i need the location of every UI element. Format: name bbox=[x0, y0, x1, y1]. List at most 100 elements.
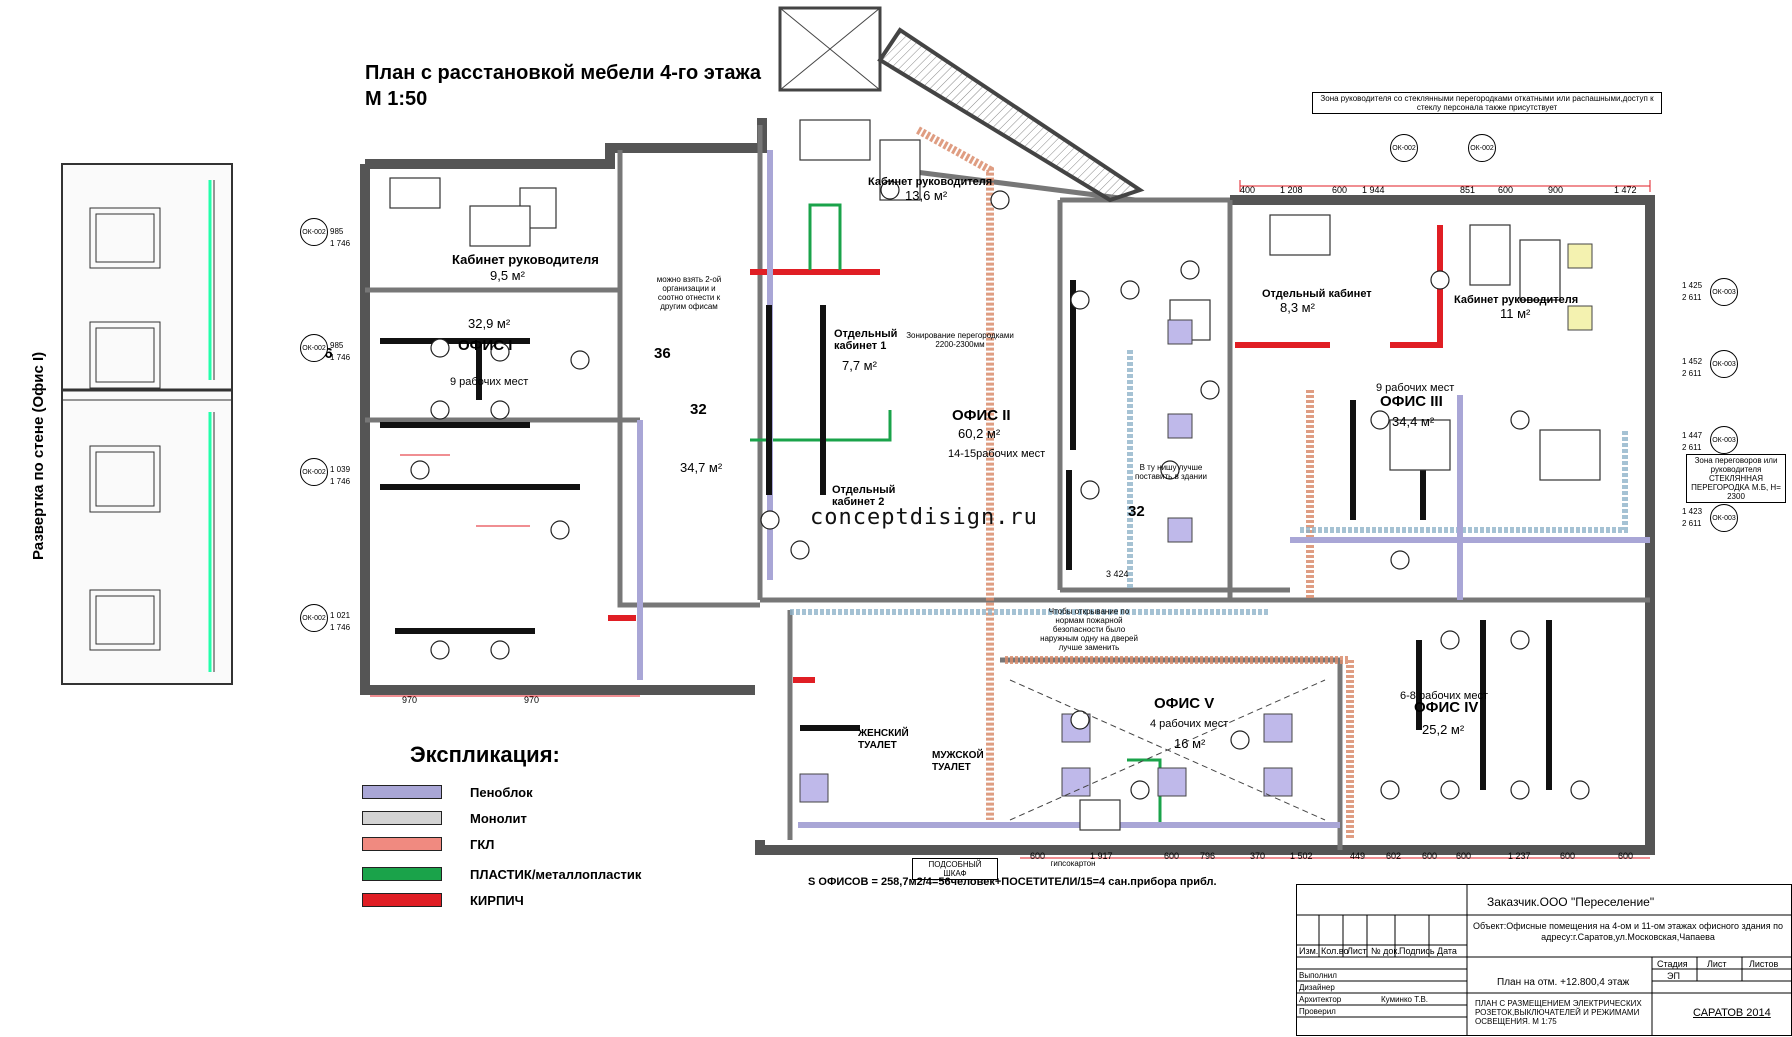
stamp-role: Проверил bbox=[1299, 1007, 1336, 1016]
room-seats-office2: 14-15рабочих мест bbox=[948, 448, 1046, 460]
dim-right: 1 452 bbox=[1682, 357, 1703, 366]
stamp-customer: Заказчик.ООО "Переселение" bbox=[1487, 895, 1655, 909]
axis-marker: ОК-002 bbox=[300, 218, 328, 246]
axis-marker: ОК-003 bbox=[1710, 504, 1738, 532]
foam-block-walls bbox=[637, 150, 1650, 828]
legend-swatch bbox=[362, 893, 442, 907]
legend-item: Пеноблок bbox=[362, 782, 533, 802]
axis-marker: ОК-003 bbox=[1710, 426, 1738, 454]
dim-left: 1 746 bbox=[330, 623, 351, 632]
legend-label: ГКЛ bbox=[470, 836, 495, 852]
room-num-32b: 32 bbox=[1128, 503, 1145, 520]
stamp-role: Архитектор bbox=[1299, 995, 1342, 1004]
room-area-kab-ruk-1: 9,5 м² bbox=[490, 268, 525, 283]
note-safety: Чтобы открывание по нормам пожарной безо… bbox=[1040, 607, 1138, 652]
dim-bottom: 602 bbox=[1386, 851, 1402, 861]
room-name-office3: ОФИС III bbox=[1380, 393, 1443, 410]
legend-swatch bbox=[362, 811, 442, 825]
area-summary: S ОФИСОВ = 258,7м2/4=56человек+ПОСЕТИТЕЛ… bbox=[808, 876, 1217, 888]
room-name-wc-f: ЖЕНСКИЙ ТУАЛЕТ bbox=[858, 728, 909, 751]
top-balcony bbox=[778, 6, 1145, 203]
legend-item: ПЛАСТИК/металлопластик bbox=[362, 864, 641, 884]
stamp-plan: План на отм. +12.800,4 этаж bbox=[1497, 977, 1630, 988]
ventilation-ducts bbox=[790, 350, 1628, 615]
room-area-office5: 16 м² bbox=[1174, 736, 1206, 751]
wall-elevation bbox=[61, 163, 233, 685]
room-name-kab-ruk-3: Кабинет руководителя bbox=[1454, 294, 1579, 306]
dim-bottom: 370 bbox=[1250, 851, 1266, 861]
dim-left: 985 bbox=[330, 341, 344, 350]
room-name-otd-kab-2: Отдельный кабинет 2 bbox=[832, 484, 896, 508]
watermark: conceptdisign.ru bbox=[810, 505, 1038, 530]
axis-marker: ОК-002 bbox=[300, 604, 328, 632]
dim-left: 1 746 bbox=[330, 353, 351, 362]
stamp-sheet-header: Лист bbox=[1707, 959, 1727, 969]
stamp-stage: ЭП bbox=[1667, 971, 1680, 981]
dim-bottom: 449 bbox=[1350, 851, 1366, 861]
dim-bottom: 796 bbox=[1200, 851, 1216, 861]
room-name-kab-ruk-2: Кабинет руководителя bbox=[868, 176, 993, 188]
room-name-office2: ОФИС II bbox=[952, 407, 1011, 424]
room-area-otd-kab-3: 8,3 м² bbox=[1280, 300, 1315, 315]
stamp-sheets-header: Листов bbox=[1749, 959, 1779, 969]
dim-right: 2 611 bbox=[1682, 443, 1702, 452]
dim-top: 1 472 bbox=[1614, 185, 1637, 195]
page-title: План с расстановкой мебели 4-го этажа М … bbox=[365, 62, 761, 110]
legend-swatch bbox=[362, 867, 442, 881]
note-drywall: гипсокартон bbox=[1050, 859, 1096, 868]
title-block-grid bbox=[1297, 885, 1791, 1035]
dim-bottom: 600 bbox=[1164, 851, 1180, 861]
room-seats-office5: 4 рабочих мест bbox=[1150, 718, 1229, 730]
stamp-architect: Куминко Т.В. bbox=[1381, 995, 1428, 1004]
room-name-otd-kab-1: Отдельный кабинет 1 bbox=[834, 328, 898, 352]
axis-marker: ОК-002 bbox=[300, 458, 328, 486]
room-name-otd-kab-3: Отдельный кабинет bbox=[1262, 288, 1372, 300]
room-name-wc-m: МУЖСКОЙ ТУАЛЕТ bbox=[932, 750, 984, 773]
stamp-col: Дата bbox=[1437, 946, 1457, 956]
dim-right: 2 611 bbox=[1682, 369, 1702, 378]
callout-right: Зона переговоров или руководителя СТЕКЛЯ… bbox=[1686, 454, 1786, 503]
legend-label: ПЛАСТИК/металлопластик bbox=[470, 866, 642, 882]
axis-marker: ОК-003 bbox=[1710, 350, 1738, 378]
room-name-office1: ОФИС I bbox=[458, 337, 513, 354]
stamp-col: Кол.во bbox=[1321, 946, 1349, 956]
dim-left: 1 746 bbox=[330, 239, 351, 248]
dim-top: 1 208 bbox=[1280, 185, 1303, 195]
dim-top: 600 bbox=[1498, 185, 1514, 195]
dim-top: 400 bbox=[1240, 185, 1256, 195]
legend-title: Экспликация: bbox=[410, 742, 560, 767]
stamp-col: Изм. bbox=[1299, 946, 1319, 956]
stamp-stage-header: Стадия bbox=[1657, 959, 1688, 969]
dim-bottom: 1 502 bbox=[1290, 851, 1313, 861]
stamp-col: № док. bbox=[1371, 946, 1400, 956]
room-area-kab-ruk-2: 13,6 м² bbox=[905, 188, 948, 203]
room-area-otd-kab-1: 7,7 м² bbox=[842, 358, 877, 373]
room-area-office3: 34,4 м² bbox=[1392, 414, 1435, 429]
stamp-object: Объект:Офисные помещения на 4-ом и 11-ом… bbox=[1473, 921, 1783, 942]
legend-label: КИРПИЧ bbox=[470, 892, 524, 908]
callout-top: Зона руководителя со стеклянными перегор… bbox=[1312, 92, 1662, 114]
dim-right: 1 425 bbox=[1682, 281, 1703, 290]
dim-left: 1 039 bbox=[330, 465, 351, 474]
yellow-panels bbox=[1567, 243, 1593, 331]
dim-left: 1 021 bbox=[330, 611, 351, 620]
dim-top: 851 bbox=[1460, 185, 1476, 195]
light-panels bbox=[799, 319, 1293, 803]
room-num-32: 32 bbox=[690, 401, 707, 418]
gkl-ducts bbox=[916, 126, 1354, 840]
stamp-col: Подпись bbox=[1399, 946, 1435, 956]
room-seats-office4: 6-8 рабочих мест bbox=[1400, 690, 1489, 702]
room-area-office1: 32,9 м² bbox=[468, 316, 511, 331]
note-zoning: Зонирование перегородками 2200-2300мм bbox=[906, 331, 1014, 349]
stamp-role: Дизайнер bbox=[1299, 983, 1335, 992]
red-dimensions bbox=[370, 180, 1651, 859]
dim-bottom: 1 237 bbox=[1508, 851, 1531, 861]
stamp-role: Выполнил bbox=[1299, 971, 1337, 980]
legend-swatch bbox=[362, 785, 442, 799]
note-niche: В ту нишу лучше поставить в здании bbox=[1134, 463, 1207, 481]
dim-bottom: 1 917 bbox=[1090, 851, 1113, 861]
dim-right: 2 611 bbox=[1682, 519, 1702, 528]
dim-3424: 3 424 bbox=[1106, 569, 1129, 579]
diagonal-guides bbox=[1009, 679, 1326, 821]
dim-bottom: 600 bbox=[1422, 851, 1438, 861]
